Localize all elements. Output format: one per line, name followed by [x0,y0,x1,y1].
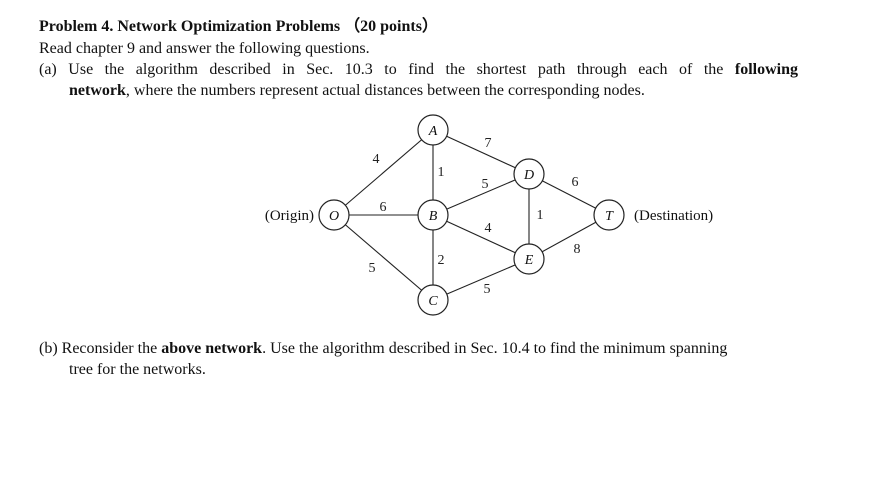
part-a-line-1: (a) Use the algorithm described in Sec. … [39,59,798,80]
part-b-line-2: tree for the networks. [69,361,206,378]
part-a-line-2: network, where the numbers represent act… [39,80,798,101]
node-c: C [417,284,449,316]
weight-c-e: 5 [484,282,491,297]
network-nodes: O A B C D E T [318,114,625,316]
part-b-label: (b) [39,340,58,357]
node-t-label: T [605,209,614,224]
problem-points: （20 points） [344,18,438,35]
node-a-label: A [428,124,438,139]
edge-o-c [333,214,434,301]
weight-o-a: 4 [373,152,380,167]
origin-label: (Origin) [265,208,314,224]
node-o: O [318,199,350,231]
node-e: E [513,243,545,275]
destination-label: (Destination) [634,208,713,224]
weight-b-c: 2 [438,253,445,268]
problem-intro: Read chapter 9 and answer the following … [39,40,370,57]
part-a-text-2: , where the numbers represent actual dis… [125,82,645,99]
weight-d-t: 6 [572,175,579,190]
weight-b-d: 5 [482,177,489,192]
weight-e-t: 8 [574,242,581,257]
part-a-text-1: Use the algorithm described in Sec. 10.3… [68,61,724,78]
problem-title: Problem 4. Network Optimization Problems… [39,16,438,37]
part-b-line-1: (b) Reconsider the above network. Use th… [39,340,727,357]
edge-c-e [432,258,530,301]
node-a: A [417,114,449,146]
weight-b-e: 4 [485,221,492,236]
edge-o-a [333,129,434,216]
weight-a-b: 1 [438,165,445,180]
node-t: T [593,199,625,231]
edge-b-e [432,214,530,260]
weight-a-d: 7 [485,136,492,151]
node-b-label: B [429,209,438,224]
weight-o-b: 6 [380,200,387,215]
part-b-bold: above network [161,340,263,357]
node-e-label: E [524,253,534,268]
part-a-bold-2: network [69,82,126,99]
node-o-label: O [329,209,339,224]
part-b-text-2: . Use the algorithm described in Sec. 10… [262,340,728,357]
node-d-label: D [523,168,534,183]
weight-d-e: 1 [537,208,544,223]
edge-b-d [432,173,530,216]
node-c-label: C [428,294,438,309]
node-b: B [417,199,449,231]
part-b: (b) Reconsider the above network. Use th… [39,338,819,380]
part-a-bold-1: following [734,61,799,78]
node-d: D [513,158,545,190]
edge-weights: 4 6 5 1 7 5 4 2 5 1 6 8 [369,136,581,297]
weight-o-c: 5 [369,261,376,276]
part-a: (a) Use the algorithm described in Sec. … [39,59,798,101]
edge-a-d [432,129,530,175]
part-b-text-1: Reconsider the [61,340,158,357]
problem-title-text: Problem 4. Network Optimization Problems [39,18,341,35]
part-a-label: (a) [39,61,57,78]
